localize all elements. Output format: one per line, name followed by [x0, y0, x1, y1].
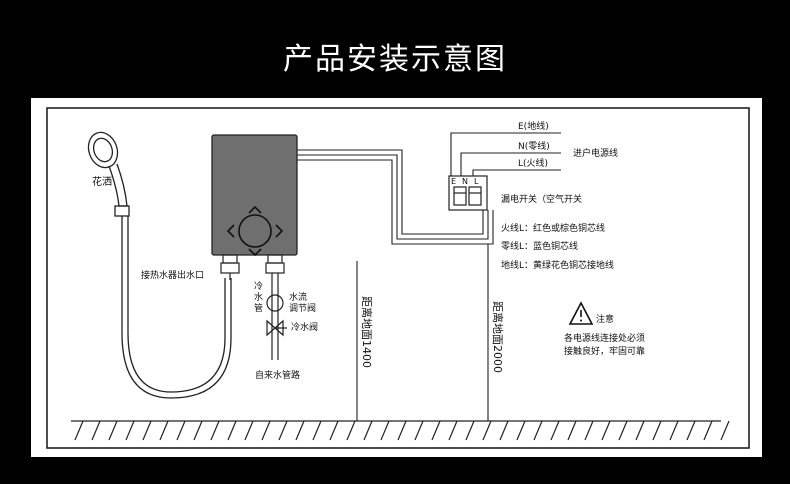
leak-switch-label: 漏电开关（空气开关 — [501, 193, 582, 205]
hatch-mark — [176, 420, 186, 441]
hatch-mark — [227, 420, 237, 441]
warning-title: 注意 — [596, 313, 614, 325]
hatch-mark — [669, 420, 679, 441]
hatch-mark — [261, 420, 271, 441]
height-label-1400: 距离地面1400 — [360, 296, 374, 368]
hatch-mark — [584, 420, 594, 441]
cold-water-pipe — [265, 254, 287, 360]
cold-pipe-char-1: 冷 — [254, 280, 263, 292]
warning-icon — [568, 301, 594, 325]
power-cable — [297, 149, 494, 245]
hatch-mark — [74, 420, 84, 441]
hatch-mark — [567, 420, 577, 441]
down-arrow-icon — [248, 248, 262, 257]
warning-line-1: 各电源线连接处必须 — [564, 332, 645, 344]
inner-frame — [46, 107, 750, 449]
hatch-mark — [244, 420, 254, 441]
hatch-mark — [346, 420, 356, 441]
shower-head-icon — [87, 131, 130, 217]
hatch-mark — [142, 420, 152, 441]
outlet-label: 接热水器出水口 — [141, 269, 204, 281]
neutral-wire-desc: 零线L：蓝色铜芯线 — [501, 240, 578, 252]
outlet-fitting — [220, 254, 240, 280]
hatch-mark — [465, 420, 475, 441]
diagram-panel: 花洒 接热水器出水口 冷 水 管 水流 调节阀 冷水阀 自来水管路 — [31, 98, 762, 457]
hatch-mark — [652, 420, 662, 441]
hatch-mark — [618, 420, 628, 441]
hatch-mark — [159, 420, 169, 441]
hatch-mark — [635, 420, 645, 441]
water-heater — [211, 134, 298, 257]
hatch-mark — [533, 420, 543, 441]
hose — [121, 216, 232, 399]
hatch-mark — [380, 420, 390, 441]
live-wire-desc: 火线L：红色或棕色铜芯线 — [501, 222, 605, 234]
hatch-mark — [363, 420, 373, 441]
hatch-mark — [397, 420, 407, 441]
leakage-switch — [448, 175, 488, 211]
up-arrow-icon — [248, 205, 262, 214]
flow-valve-label-1: 水流 — [289, 291, 307, 303]
wire-e-label: E(地线) — [518, 120, 549, 132]
tap-pipe-label: 自来水管路 — [255, 369, 300, 381]
hatch-mark — [210, 420, 220, 441]
hatch-mark — [499, 420, 509, 441]
right-arrow-icon — [275, 224, 284, 238]
hatch-mark — [703, 420, 713, 441]
hatch-mark — [431, 420, 441, 441]
switch-n-label: N — [462, 177, 468, 186]
wire-n-label: N(零线) — [518, 140, 550, 152]
hatch-mark — [193, 420, 203, 441]
hatch-mark — [414, 420, 424, 441]
cold-pipe-char-3: 管 — [254, 302, 263, 314]
hatch-mark — [686, 420, 696, 441]
hatch-mark — [482, 420, 492, 441]
hatch-mark — [516, 420, 526, 441]
hatch-mark — [278, 420, 288, 441]
cold-valve-label: 冷水阀 — [291, 321, 318, 333]
ground-wire-desc: 地线L：黄绿花色铜芯接地线 — [501, 259, 614, 271]
switch-e-label: E — [451, 177, 456, 186]
hatch-mark — [720, 420, 730, 441]
incoming-wires — [450, 132, 561, 176]
shower-label: 花洒 — [92, 175, 112, 188]
hatch-mark — [329, 420, 339, 441]
power-in-label: 进户电源线 — [573, 147, 618, 159]
flow-valve-label-2: 调节阀 — [289, 303, 316, 314]
hatch-mark — [312, 420, 322, 441]
wire-l-label: L(火线) — [518, 157, 548, 169]
hatch-mark — [125, 420, 135, 441]
hatch-mark — [108, 420, 118, 441]
hatch-mark — [91, 420, 101, 441]
height-label-2000: 距离地面2000 — [491, 301, 505, 373]
hatch-mark — [550, 420, 560, 441]
hatch-mark — [601, 420, 611, 441]
hatch-mark — [295, 420, 305, 441]
switch-l-label: L — [474, 177, 479, 186]
floor-hatching — [71, 420, 730, 441]
left-arrow-icon — [226, 224, 235, 238]
cold-pipe-char-2: 水 — [254, 291, 263, 303]
installation-diagram: 花洒 接热水器出水口 冷 水 管 水流 调节阀 冷水阀 自来水管路 — [46, 107, 750, 449]
control-knob-icon — [238, 214, 272, 248]
warning-line-2: 接触良好，牢固可靠 — [564, 345, 645, 357]
page-title: 产品安装示意图 — [283, 42, 507, 77]
hatch-mark — [448, 420, 458, 441]
